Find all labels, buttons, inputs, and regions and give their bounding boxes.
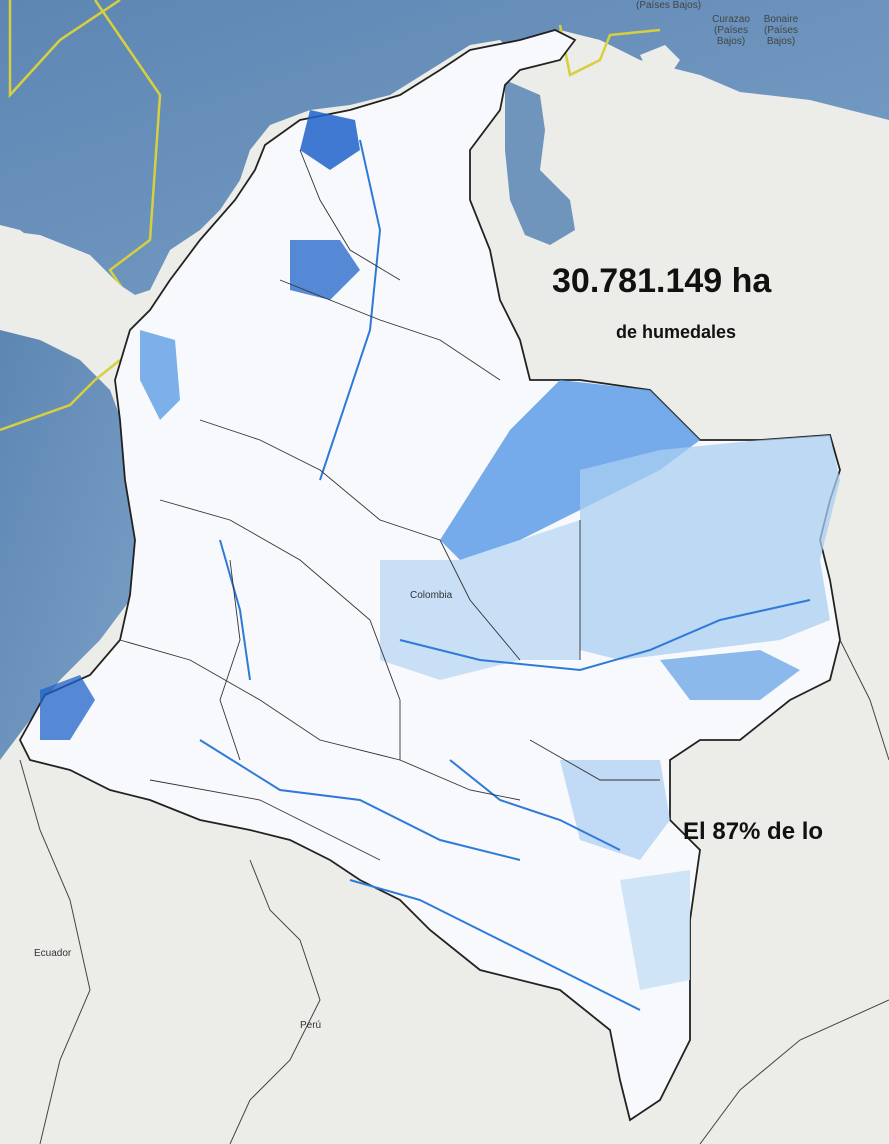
label-bonaire: Bonaire (Países Bajos) bbox=[763, 14, 799, 47]
panama bbox=[0, 230, 150, 330]
total-wetland-area: 30.781.149 ha bbox=[552, 262, 772, 300]
footnote-text: El 87% de lo bbox=[683, 818, 824, 845]
label-paises-bajos: (Países Bajos) bbox=[636, 0, 702, 11]
label-colombia: Colombia bbox=[410, 590, 453, 601]
rivers bbox=[199, 139, 811, 1011]
ocean bbox=[0, 0, 889, 300]
department-borders bbox=[119, 149, 660, 861]
ocean bbox=[0, 330, 140, 760]
lake bbox=[505, 80, 575, 245]
label-peru: Perú bbox=[300, 1020, 322, 1031]
label-curazao: Curazao (Países Bajos) bbox=[712, 14, 750, 47]
maritime-boundary bbox=[0, 0, 661, 432]
wetlands-layer bbox=[40, 110, 840, 990]
total-wetland-caption: de humedales bbox=[616, 322, 737, 342]
island bbox=[640, 45, 680, 75]
label-ecuador: Ecuador bbox=[34, 948, 72, 959]
country-borders bbox=[19, 639, 889, 1144]
